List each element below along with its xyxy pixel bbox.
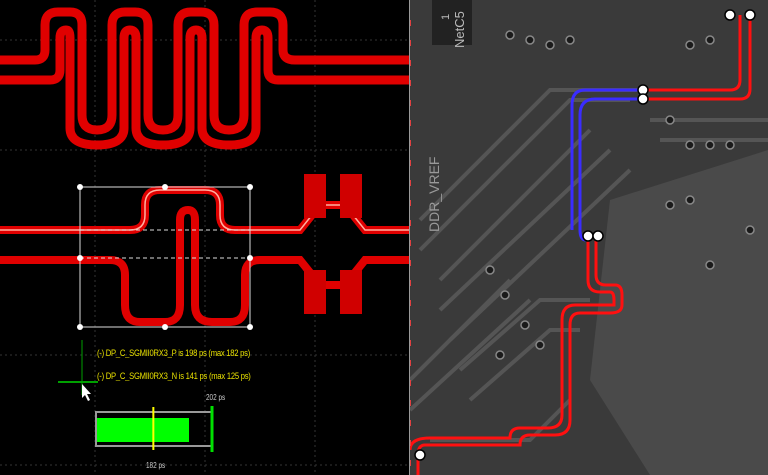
component-netc5[interactable] [432,0,472,45]
tuning-selection-box[interactable] [77,184,253,330]
diff-pair-vias[interactable] [414,9,756,461]
board-view[interactable]: 1 NetC5 DDR_VREF [408,0,768,475]
trace-tuning-view[interactable]: (-) DP_C_SGMII0RX3_P is 198 ps (max 182 … [0,0,410,475]
gauge-target-label: 182 ps [146,461,166,470]
net-name-label: DDR_VREF [426,156,442,232]
copper-pour [590,150,768,475]
selected-trace[interactable] [0,189,410,231]
board-canvas[interactable] [408,0,768,475]
length-message-n: (-) DP_C_SGMII0RX3_N is 141 ps (max 125 … [97,371,251,381]
serpentine-trace-top[interactable] [0,7,410,150]
gauge-max-label: 202 ps [206,393,226,402]
routed-diff-pair[interactable] [408,15,752,475]
component-refdes-label: NetC5 [452,11,467,48]
pin-number-label: 1 [440,13,452,20]
length-gauge [95,406,214,452]
vias[interactable] [485,30,755,360]
tuning-canvas[interactable] [0,0,410,475]
gauge-fill [97,418,189,442]
capacitor-pads[interactable] [304,174,362,314]
mouse-cursor-icon [82,384,91,401]
length-message-p: (-) DP_C_SGMII0RX3_P is 198 ps (max 182 … [97,348,251,358]
board-traces [408,88,768,442]
